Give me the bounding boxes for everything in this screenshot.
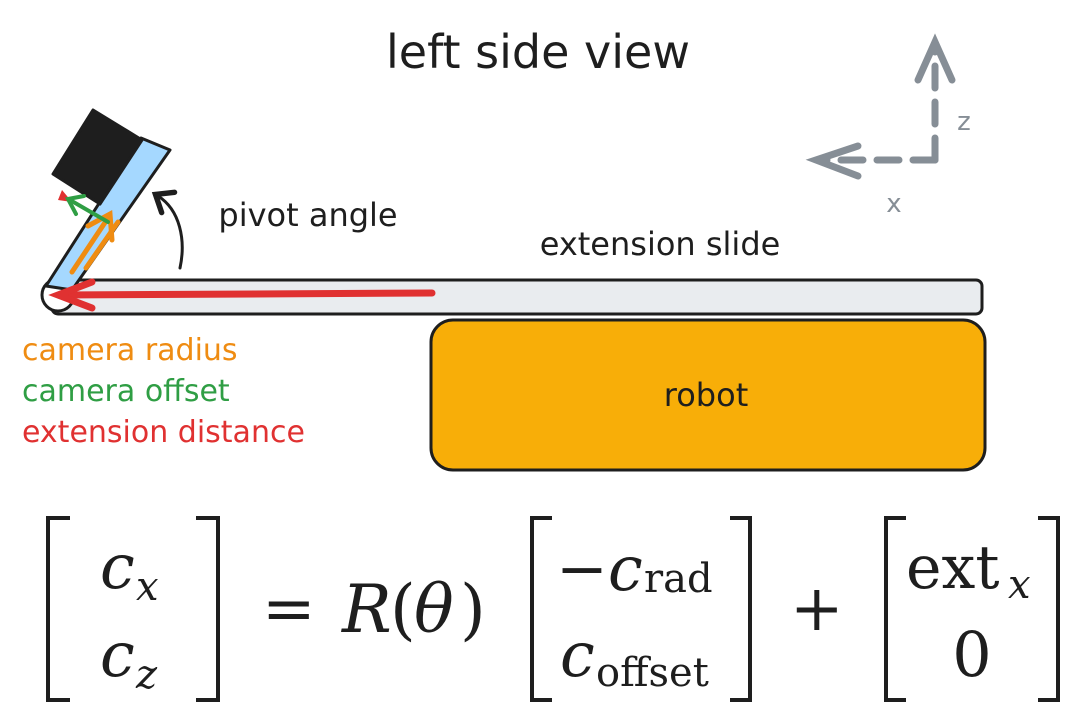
camera-offset-arrow — [64, 194, 110, 224]
rotation-close-paren: ) — [460, 571, 486, 648]
vec1-bottom-base: c — [560, 618, 595, 691]
vec2-top-base: ext — [906, 533, 999, 603]
robot-label: robot — [664, 376, 748, 414]
vec2-bottom: 0 — [952, 618, 991, 691]
rotation-func: R — [341, 571, 392, 648]
z-axis-arrowhead — [914, 33, 956, 84]
extension-slide-label: extension slide — [540, 225, 781, 263]
x-axis-arrowhead — [805, 142, 862, 180]
vec1-top-sign: − — [556, 532, 608, 605]
title: left side view — [386, 25, 690, 79]
z-axis-label: z — [957, 107, 971, 137]
axes-glyph — [805, 33, 956, 180]
x-axis-label: x — [886, 189, 901, 219]
lhs-bracket-left — [46, 516, 70, 702]
robot-body — [429, 318, 987, 472]
legend-extension-distance: extension distance — [22, 415, 305, 450]
equation: c x c z = R ( θ ) − c rad c offset + ext… — [46, 516, 1060, 702]
extension-distance-arrow — [48, 278, 436, 312]
vec2-bracket-left — [884, 516, 906, 702]
vec1-top-base: c — [608, 532, 643, 605]
vec1-bracket-left — [530, 516, 552, 702]
legend-camera-radius: camera radius — [22, 333, 238, 368]
equals-sign: = — [262, 572, 316, 646]
lhs-top-sub: x — [136, 564, 159, 610]
lhs-bottom-sub: z — [135, 652, 158, 698]
vec1-bottom-sub: offset — [596, 650, 709, 696]
camera-block — [51, 108, 144, 206]
vec1-bracket-right — [730, 516, 752, 702]
vec2-top-sub: x — [1008, 562, 1031, 608]
rotation-open-paren: ( — [390, 571, 416, 648]
pivot-angle-arrow — [151, 189, 184, 270]
rotation-arg: θ — [414, 571, 454, 648]
lhs-bracket-right — [196, 516, 220, 702]
plus-sign: + — [790, 572, 844, 646]
lhs-bottom-base: c — [100, 618, 135, 691]
camera-radius-arrow — [69, 209, 121, 275]
vec2-bracket-right — [1038, 516, 1060, 702]
pivot-angle-label: pivot angle — [218, 196, 397, 234]
lhs-top-base: c — [100, 530, 135, 603]
vec1-top-sub: rad — [644, 556, 713, 602]
legend-camera-offset: camera offset — [22, 374, 230, 409]
